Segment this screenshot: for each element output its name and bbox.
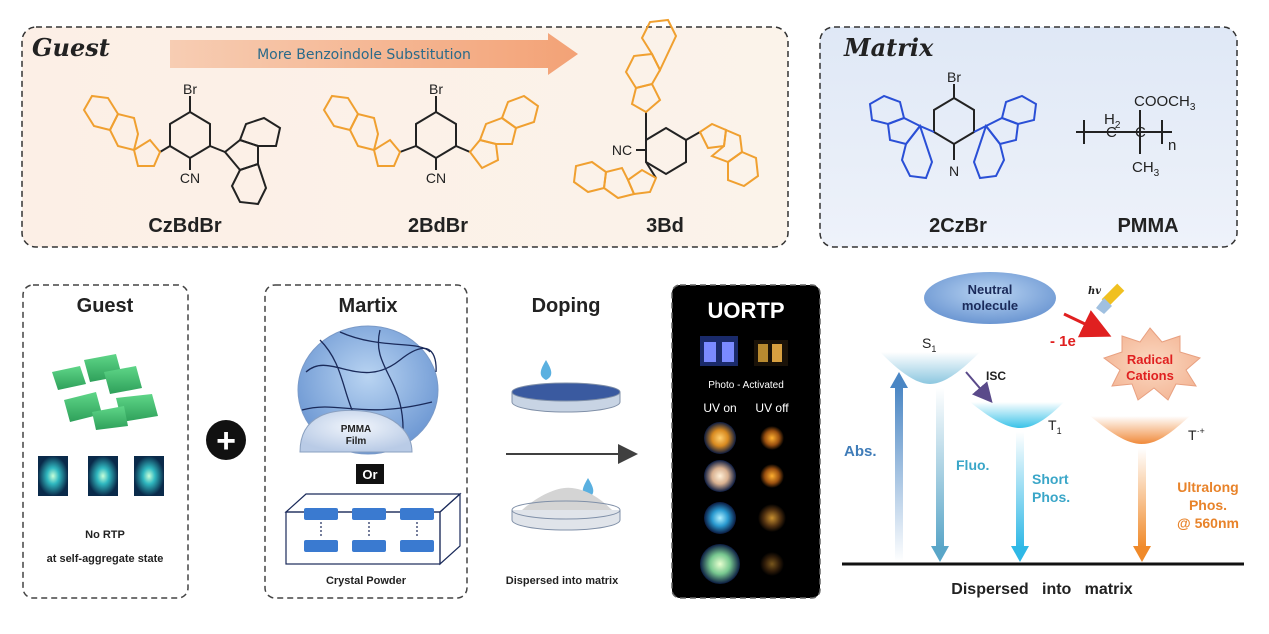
sample-uv-on [704, 502, 736, 534]
fluorescence-arrow [931, 388, 949, 562]
substitution-arrow-label: More Benzoindole Substitution [257, 47, 471, 63]
guest-box-caption-2: at self-aggregate state [47, 553, 164, 565]
sample-uv-on [704, 460, 736, 492]
film-label-1: PMMA [341, 424, 372, 435]
uortp-title: UORTP [708, 298, 785, 323]
petri-dish-powder [511, 487, 621, 531]
doping-title: Doping [532, 295, 601, 317]
pmma-c1: C [1106, 124, 1117, 141]
czbdbr-cn: CN [180, 170, 200, 186]
crystal-powder-label: Crystal Powder [326, 575, 407, 587]
neutral-label-1: Neutral [968, 282, 1013, 297]
ultralong-phos-arrow [1133, 448, 1151, 562]
svg-text:+: + [216, 422, 236, 460]
neutral-molecule-ellipse [924, 272, 1056, 324]
t1-label: T1 [1048, 417, 1062, 436]
molecule-pmma: H2 C C COOCH3 CH3 n [1076, 93, 1196, 179]
czbdbr-label: CzBdBr [148, 215, 222, 237]
doping-section: Doping Dispersed into matrix [506, 295, 638, 587]
pmma-c2: C [1135, 124, 1146, 141]
t1-well [970, 402, 1064, 428]
matrix-box: Martix PMMA Film Or [264, 284, 468, 599]
crystal-lattice-box [284, 492, 462, 566]
molecule-2bdbr: Br CN [322, 81, 540, 186]
molecule-czbdbr: Br CN [82, 81, 282, 206]
or-badge [356, 464, 384, 484]
ultra-label-3: @ 560nm [1177, 515, 1239, 531]
droplet-icon [540, 360, 552, 380]
hv-label: hv [1088, 286, 1101, 297]
sample-uv-on [700, 544, 740, 584]
substitution-arrow: More Benzoindole Substitution [170, 33, 578, 75]
short-phos-label-1: Short [1032, 471, 1069, 487]
energy-diagram: Neutral molecule hv - 1e Radical Cations… [842, 272, 1244, 598]
2czbr-br: Br [947, 69, 961, 85]
2czbr-n: N [949, 163, 959, 179]
ultra-label-2: Phos. [1189, 497, 1227, 513]
guest-box-title: Guest [77, 295, 134, 317]
uv-on-label: UV on [703, 401, 736, 415]
matrix-panel-title: Matrix [843, 33, 934, 62]
2bdbr-label: 2BdBr [408, 215, 468, 237]
s1-well [880, 352, 980, 384]
pmma-film-illustration: PMMA Film [297, 325, 439, 455]
powder-spot [88, 456, 118, 496]
short-phos-arrow [1011, 432, 1029, 562]
t-radical-label: T·+ [1188, 426, 1205, 443]
s1-label: S1 [922, 335, 936, 354]
radical-cation-burst: Radical Cations [1102, 327, 1202, 401]
guest-panel-title: Guest [32, 33, 110, 62]
sample-uv-off [760, 552, 784, 576]
pmma-ester: COOCH3 [1134, 93, 1196, 113]
molecule-2czbr: Br N [868, 69, 1038, 180]
matrix-panel: Matrix Br N 2CzBr H2 C C COOCH3 [819, 26, 1238, 248]
czbdbr-br: Br [183, 81, 197, 97]
2czbr-label: 2CzBr [929, 215, 987, 237]
radical-label-1: Radical [1127, 352, 1173, 367]
fluo-label: Fluo. [956, 457, 989, 473]
doping-caption: Dispersed into matrix [506, 575, 619, 587]
pmma-h2: H2 [1104, 111, 1121, 131]
absorption-arrow [890, 372, 908, 562]
petri-dish-solution [511, 382, 621, 413]
guest-box: Guest No RTP at self-aggregate state [22, 284, 189, 599]
ultra-label-1: Ultralong [1177, 479, 1238, 495]
powder-spot [134, 456, 164, 496]
or-label: Or [362, 467, 377, 482]
radical-label-2: Cations [1126, 368, 1174, 383]
film-label-2: Film [346, 436, 367, 447]
isc-label: ISC [986, 369, 1006, 383]
pmma-label: PMMA [1117, 215, 1178, 237]
photo-activated-label: Photo - Activated [708, 380, 784, 391]
plus-symbol: + [206, 420, 246, 460]
t-radical-well [1090, 416, 1190, 444]
guest-panel: Guest More Benzoindole Substitution Br C… [21, 18, 789, 248]
guest-box-caption-1: No RTP [85, 529, 125, 541]
uortp-panel: UORTP Photo - Activated UV on UV off [671, 284, 821, 599]
oxidation-arrow [1063, 310, 1112, 338]
2bdbr-cn: CN [426, 170, 446, 186]
sample-uv-off [758, 504, 786, 532]
sample-uv-off [760, 426, 784, 450]
flashlight-icon [1096, 283, 1125, 314]
2bdbr-br: Br [429, 81, 443, 97]
molecule-3bd: NC [572, 18, 760, 200]
powder-spot [38, 456, 68, 496]
green-crystal-cubes [52, 354, 158, 430]
sample-uv-off [760, 464, 784, 488]
sample-uv-on [704, 422, 736, 454]
3bd-cn: NC [612, 142, 632, 158]
pmma-methyl: CH3 [1132, 159, 1160, 179]
isc-arrow [965, 371, 993, 404]
pmma-n: n [1168, 137, 1176, 154]
abs-label: Abs. [844, 443, 877, 460]
minus-1e-label: - 1e [1050, 333, 1076, 350]
baseline-label: Dispersed into matrix [951, 581, 1132, 598]
short-phos-label-2: Phos. [1032, 489, 1070, 505]
uv-off-label: UV off [755, 401, 789, 415]
matrix-box-title: Martix [339, 295, 398, 317]
neutral-label-2: molecule [962, 298, 1018, 313]
3bd-label: 3Bd [646, 215, 684, 237]
